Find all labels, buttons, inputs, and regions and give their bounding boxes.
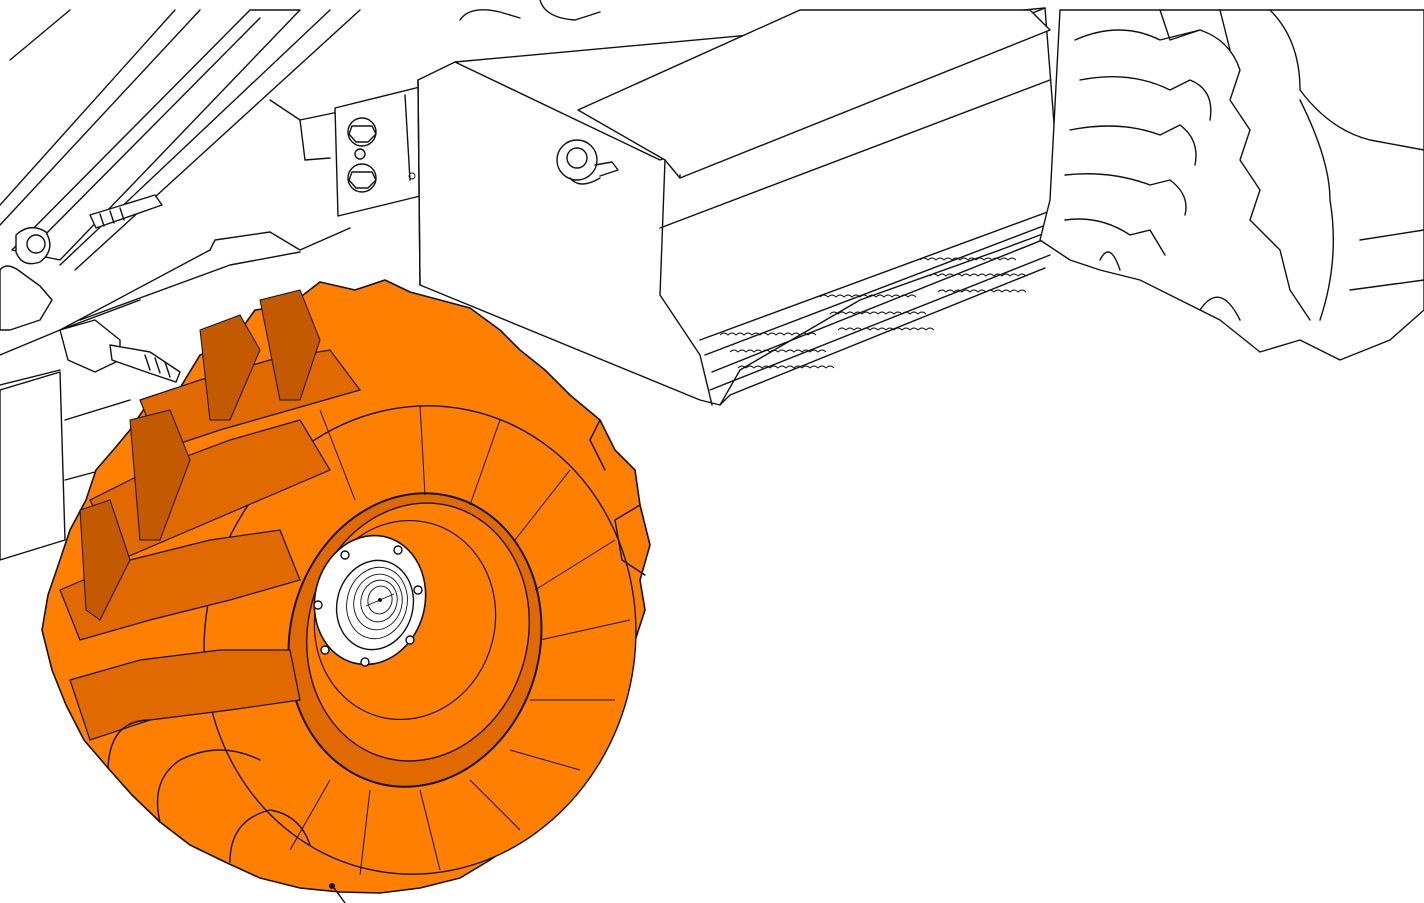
rear-tire (1039, 9, 1424, 361)
loader-arm (0, 9, 361, 386)
wheel-hub (313, 545, 423, 667)
highlighted-front-tire (41, 279, 651, 894)
fuel-tank-step (417, 7, 1081, 406)
leader-dot (329, 883, 335, 889)
chassis-frame (0, 0, 601, 561)
